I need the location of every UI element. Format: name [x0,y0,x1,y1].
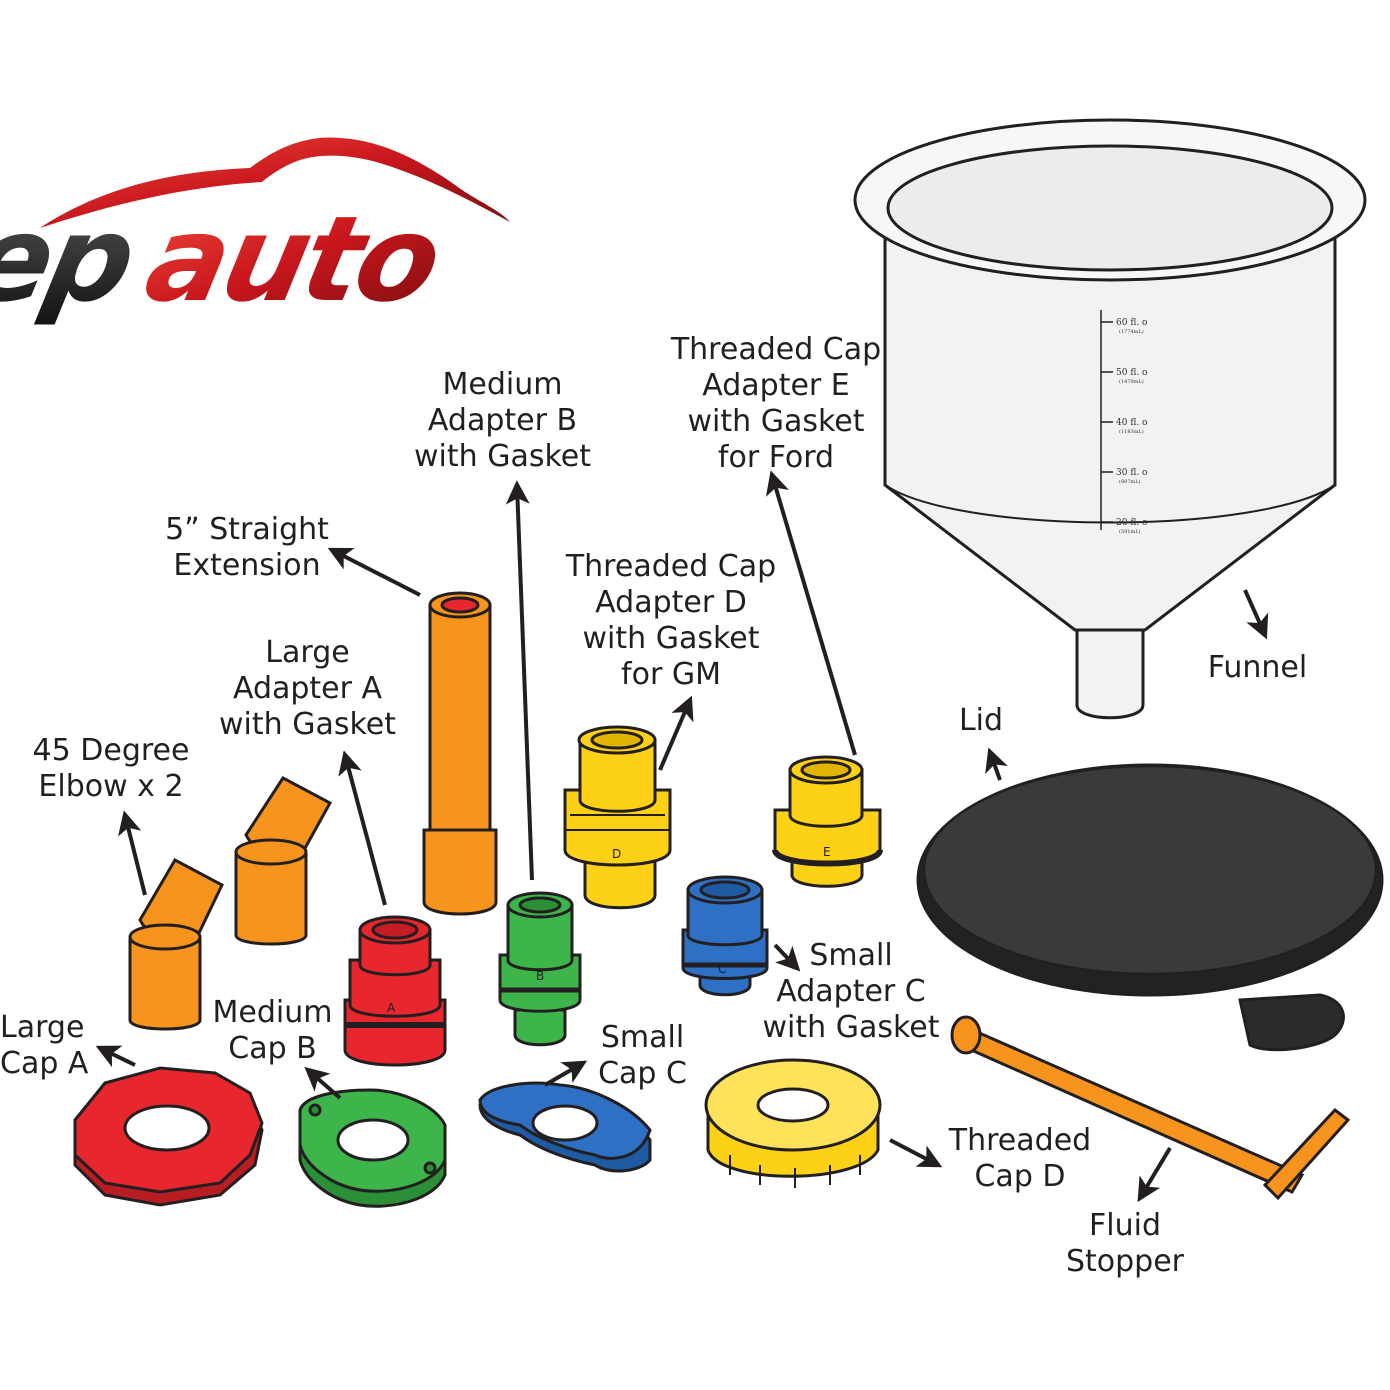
arrow-stopper [1137,1146,1172,1203]
adapter-c [681,875,769,997]
label-line: Lid [958,703,1004,738]
brand-logo: ep auto [0,137,510,329]
label-line: for GM [621,657,721,692]
arrow-threaded-cap-d [889,1138,943,1168]
arrow-adapter-e [765,470,857,756]
arrow-adapter-d [658,695,694,771]
label-line: Small [600,1020,685,1055]
label-line: 5” Straight [165,512,329,547]
label-line: Stopper [1065,1244,1185,1279]
lid [916,763,1384,1052]
adapter-d [563,725,672,910]
graduation-label: 50 fl. o [1116,368,1147,378]
label-line: with Gasket [582,621,760,656]
label-line: Adapter D [595,585,747,620]
adapter-b [498,891,582,1047]
funnel-graduations: 60 fl. o(1774mL) 50 fl. o(1479mL) 40 fl. o… [1101,318,1147,535]
logo-car-swoosh [40,137,510,228]
elbow-1 [128,857,224,1031]
label-line: for Ford [717,440,835,475]
label-line: Extension [173,548,321,583]
logo-text-auto: auto [135,191,449,328]
label-line: Large [265,635,350,670]
label-line: with Gasket [414,439,591,474]
label-line: Threaded [948,1123,1092,1158]
adapter-b-letter: B [536,969,544,983]
arrow-adapter-a [338,750,387,906]
graduation-sublabel: (1479mL) [1119,378,1144,385]
arrow-funnel [1243,589,1269,640]
label-line: Threaded Cap [565,549,777,584]
arrows [95,470,1269,1203]
fluid-stopper [950,1015,1351,1201]
graduation-label: 40 fl. o [1116,418,1147,428]
elbow-2 [234,776,333,946]
graduation-sublabel: (591mL) [1119,528,1141,535]
straight-extension [422,591,498,916]
arrow-adapter-c [773,943,801,972]
label-line: Cap C [598,1056,687,1091]
label-line: Fluid [1089,1208,1161,1243]
label-line: Cap B [228,1031,317,1066]
label-line: Adapter B [427,403,578,438]
graduation-label: 30 fl. o [1116,468,1147,478]
graduation-label: 20 fl. o [1116,518,1147,528]
label-line: Cap A [0,1046,89,1081]
label-line: Cap D [974,1159,1066,1194]
adapter-a [343,915,447,1067]
label-line: 45 Degree [32,733,190,768]
graduation-sublabel: (887mL) [1119,478,1141,485]
graduation-sublabel: (1774mL) [1119,328,1144,335]
graduation-label: 60 fl. o [1116,318,1147,328]
arrow-extension [327,547,421,597]
label-line: with Gasket [762,1010,940,1045]
label-funnel: Funnel [1195,650,1320,686]
medium-cap-b [298,1088,447,1208]
adapter-e-letter: E [823,845,831,859]
label-line: Threaded Cap [670,332,882,367]
label-line: Elbow x 2 [38,769,184,804]
graduation-sublabel: (1183mL) [1119,428,1144,435]
arrow-cap-c [543,1060,588,1087]
label-line: Small [809,938,893,973]
large-cap-a [73,1066,264,1207]
small-cap-c [478,1081,652,1173]
label-lid: Lid [950,703,1012,739]
label-line: Adapter E [702,368,850,403]
label-line: Adapter A [232,671,383,706]
arrow-lid [985,747,1008,781]
adapter-a-letter: A [387,1001,396,1015]
funnel [853,118,1367,720]
adapter-e [772,755,883,888]
label-line: Large [0,1010,85,1045]
label-line: Adapter C [776,974,926,1009]
logo-text-ep: ep [0,191,144,328]
arrow-cap-a [95,1045,136,1068]
label-line: Funnel [1207,650,1308,685]
label-line: with Gasket [687,404,865,439]
label-line: Medium [442,367,563,402]
label-line: Medium [212,995,333,1030]
arrow-elbow [118,810,147,896]
adapter-d-letter: D [612,847,621,861]
adapter-c-letter: C [718,962,726,976]
label-line: with Gasket [219,707,396,742]
threaded-cap-d [704,1058,882,1188]
arrow-adapter-b [505,480,534,881]
arrow-cap-b [304,1066,342,1100]
